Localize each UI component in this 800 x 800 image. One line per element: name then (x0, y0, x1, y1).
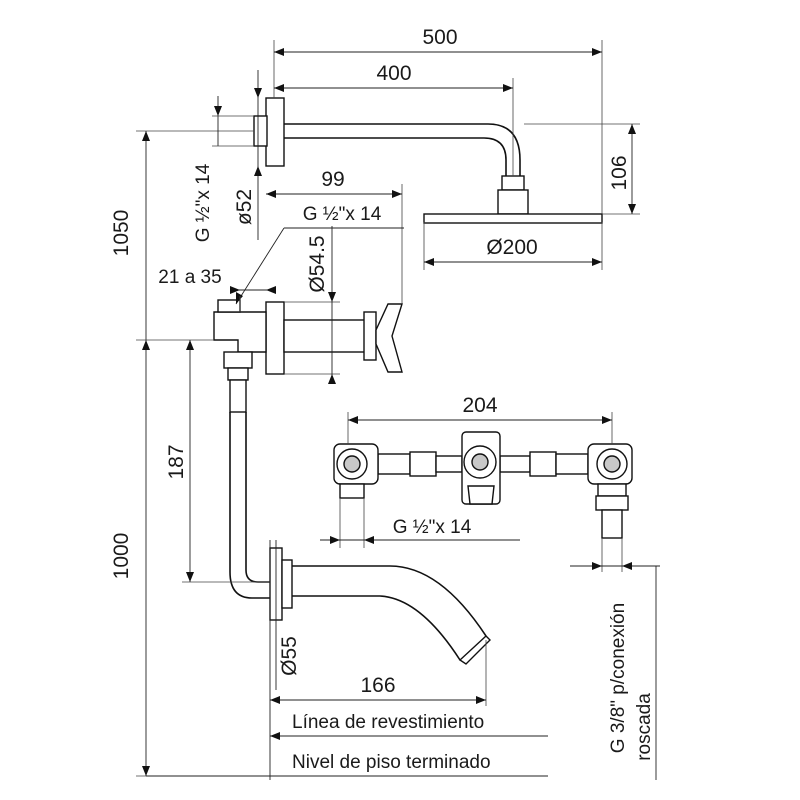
dim-g38-line2: roscada (634, 693, 655, 761)
shower-inlet-nipple (253, 115, 268, 147)
dim-204: 204 (462, 394, 497, 417)
right-valve-union (595, 495, 629, 511)
shower-nut (501, 175, 525, 191)
valve-bonnet (363, 311, 377, 361)
valve-union-nut (223, 351, 253, 369)
shower-arm-pipe-top (284, 123, 521, 176)
dim-g14-lower: G ½"x 14 (393, 517, 472, 538)
right-valve-nut (597, 483, 627, 497)
dim-500: 500 (422, 26, 457, 49)
dim-99: 99 (321, 168, 344, 191)
valve-body (283, 319, 375, 353)
dimension-texts: 500 400 106 99 Ø200 1050 G ½"x 14 ø52 G … (110, 26, 655, 773)
shower-head (423, 213, 603, 224)
valve-threaded-nipple (229, 379, 247, 413)
left-valve-core (343, 455, 361, 473)
dim-g14-upper: G ½"x 14 (193, 163, 214, 242)
spout-bottom-curve (292, 595, 461, 661)
dim-106: 106 (608, 155, 631, 190)
valve-elbow (213, 311, 267, 353)
dim-g14-mid: G ½"x 14 (303, 204, 382, 225)
left-valve-outlet (339, 483, 365, 499)
manifold-pipe-c (499, 455, 531, 473)
pipe-inner (245, 412, 270, 583)
dimension-lines (136, 40, 660, 780)
label-nivel-piso: Nivel de piso terminado (292, 752, 491, 773)
valve-cross-handle (375, 303, 403, 373)
manifold-pipe-b (435, 455, 463, 473)
shower-wall-flange (265, 97, 285, 167)
valve-escutcheon (265, 301, 285, 375)
dim-1050: 1050 (110, 210, 133, 257)
dim-55: Ø55 (278, 636, 301, 676)
right-valve-core (603, 455, 621, 473)
dim-g38-line1: G 3/8" p/conexión (608, 603, 629, 753)
dim-52: ø52 (233, 189, 256, 225)
lower-manifold (333, 431, 633, 539)
right-valve-nipple (601, 509, 623, 539)
dim-21a35: 21 a 35 (158, 267, 221, 288)
upper-valve (213, 299, 403, 413)
shower-arm-pipe-bottom (284, 137, 507, 176)
dim-187: 187 (165, 444, 188, 479)
spout-outlet (458, 635, 491, 665)
manifold-nut-a (409, 451, 437, 477)
dim-166: 166 (360, 674, 395, 697)
shower-arm (253, 97, 603, 224)
valve-union (227, 367, 249, 381)
manifold-pipe-d (555, 453, 589, 475)
manifold-pipe-a (377, 453, 411, 475)
pipe-outer (229, 412, 270, 599)
manifold-nut-b (529, 451, 557, 477)
dim-1000: 1000 (110, 533, 133, 580)
diverter-lower-port (467, 485, 495, 505)
dim-200: Ø200 (486, 236, 537, 259)
label-linea-revestimiento: Línea de revestimiento (292, 712, 484, 733)
shower-ball-joint (497, 189, 529, 215)
diverter-core (471, 453, 489, 471)
dim-54-5: Ø54.5 (306, 235, 329, 292)
spout-flange (281, 559, 293, 609)
dim-400: 400 (376, 62, 411, 85)
spout-top-curve (292, 565, 487, 637)
